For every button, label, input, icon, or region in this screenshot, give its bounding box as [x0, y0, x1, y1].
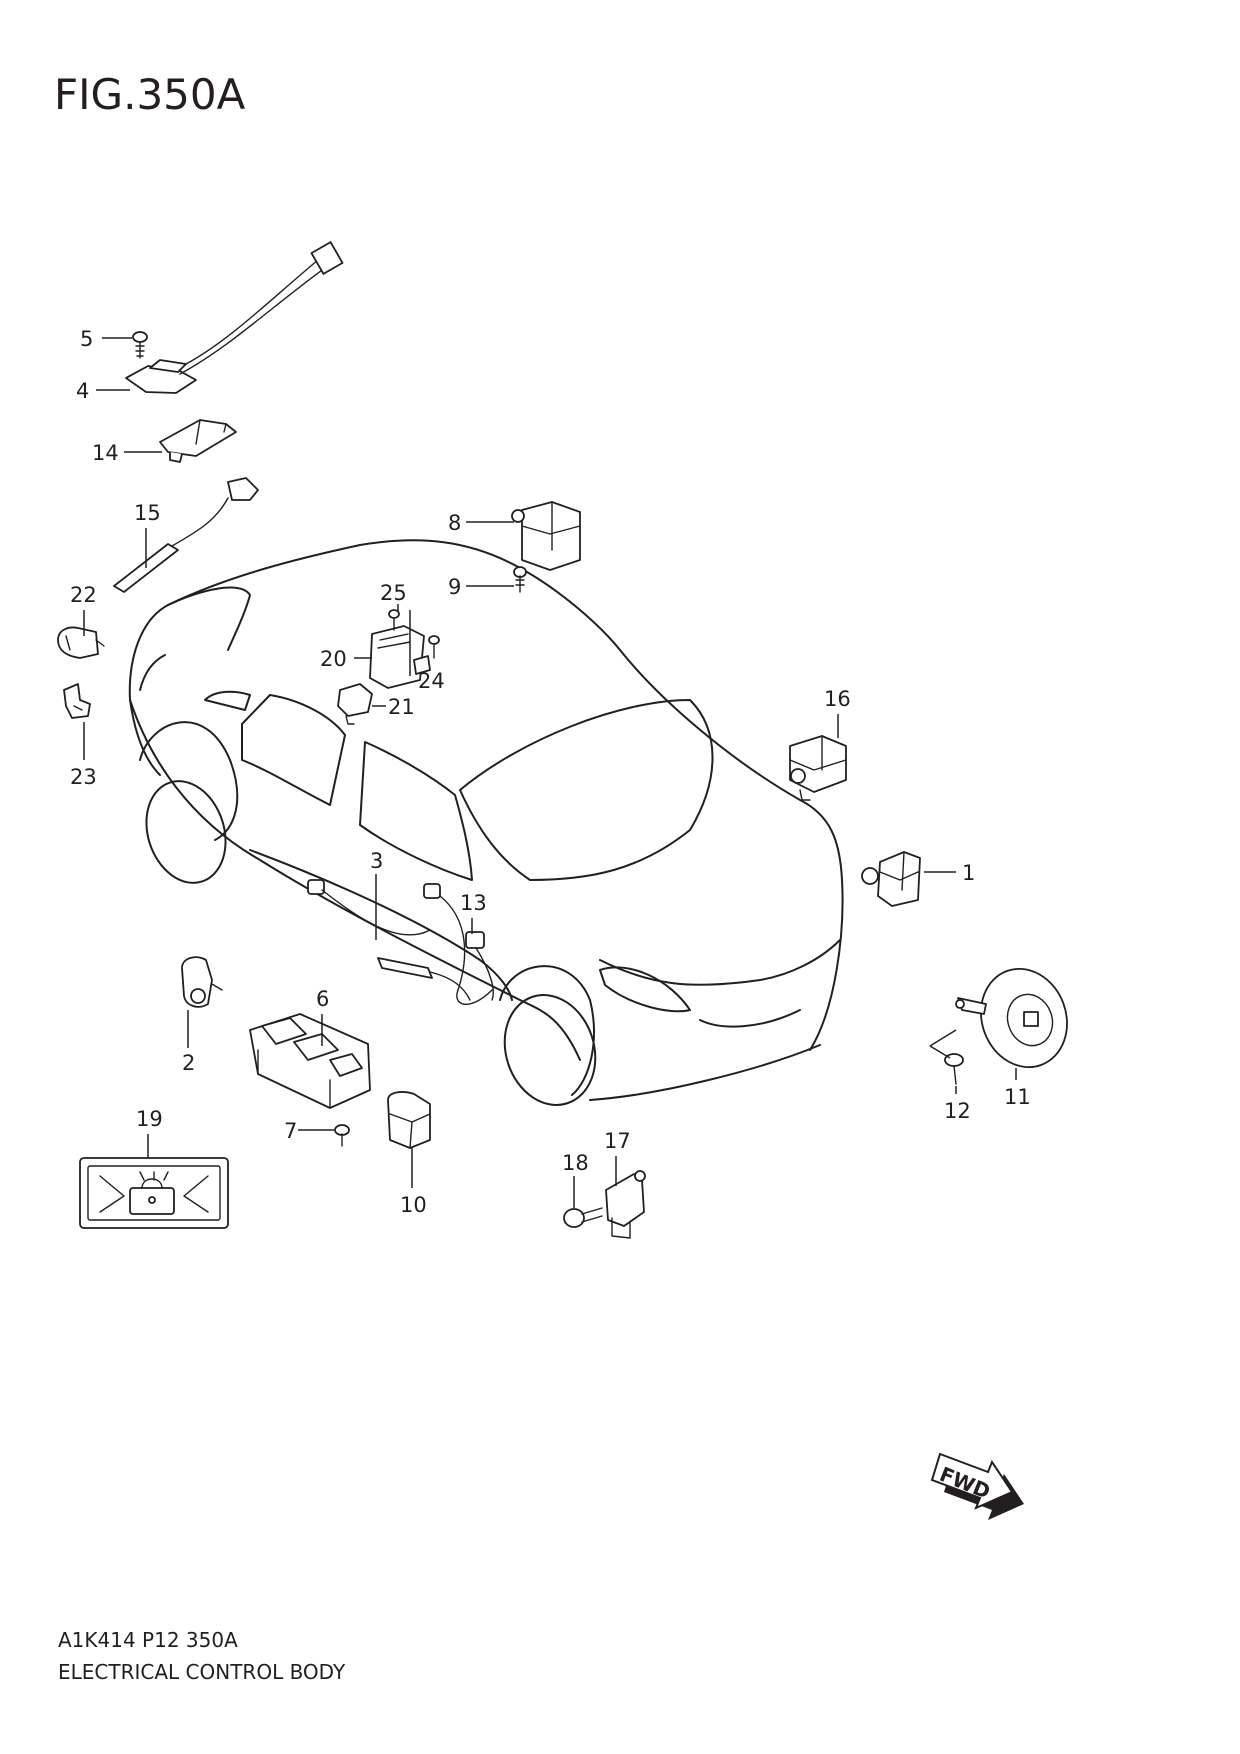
callout-23: 23: [70, 765, 97, 789]
callout-22: 22: [70, 583, 97, 607]
part-5-screw: [132, 331, 148, 359]
part-17-sensor: [605, 1170, 646, 1239]
callout-7: 7: [284, 1119, 297, 1143]
callout-8: 8: [448, 511, 461, 535]
part-3-harness: [307, 879, 493, 1006]
callout-6: 6: [316, 987, 329, 1011]
part-1-switch: [861, 851, 921, 907]
callout-15: 15: [134, 501, 161, 525]
callout-20: 20: [320, 647, 347, 671]
leader-lines: [83, 337, 1017, 1208]
callout-9: 9: [448, 575, 461, 599]
part-11-horn: [955, 967, 1068, 1069]
part-14-sensor: [159, 419, 237, 463]
figure-name: ELECTRICAL CONTROL BODY: [58, 1660, 346, 1684]
part-22-clip: [57, 626, 105, 659]
callout-5: 5: [80, 327, 93, 351]
callout-11: 11: [1004, 1085, 1031, 1109]
callout-21: 21: [388, 695, 415, 719]
part-23-bracket: [63, 683, 91, 719]
part-16-relay: [789, 735, 847, 801]
callout-17: 17: [604, 1129, 631, 1153]
part-25-screw: [388, 609, 400, 631]
callout-12: 12: [944, 1099, 971, 1123]
figure-title: FIG.350A: [54, 70, 246, 119]
part-12-bolt: [944, 1053, 964, 1085]
part-8-module: [511, 501, 581, 571]
callout-14: 14: [92, 441, 119, 465]
figure-code: A1K414 P12 350A: [58, 1628, 238, 1652]
callout-24: 24: [418, 669, 445, 693]
part-19-label: [79, 1157, 229, 1229]
part-15-sensor-strip: [113, 477, 259, 593]
callout-4: 4: [76, 379, 89, 403]
callout-13: 13: [460, 891, 487, 915]
part-9-screw: [513, 566, 527, 593]
part-2-switch: [181, 956, 223, 1008]
callout-10: 10: [400, 1193, 427, 1217]
callout-18: 18: [562, 1151, 589, 1175]
fwd-arrow-icon: FWD: [930, 1452, 1024, 1520]
callout-numbers: 1 2 3 4 5 6 7 8 9 10 11 12 13 14 15 16 1…: [70, 327, 1031, 1217]
callout-16: 16: [824, 687, 851, 711]
part-6-window-switch: [249, 1013, 371, 1109]
callout-3: 3: [370, 849, 383, 873]
callout-25: 25: [380, 581, 407, 605]
part-18-bolt: [563, 1207, 603, 1228]
callout-1: 1: [962, 861, 975, 885]
callout-2: 2: [182, 1051, 195, 1075]
callout-19: 19: [136, 1107, 163, 1131]
part-24-screw: [428, 635, 440, 659]
part-4-antenna: [125, 241, 344, 394]
part-10-switch: [387, 1091, 431, 1149]
part-13-connector: [465, 931, 494, 1001]
part-21-sensor: [337, 683, 373, 725]
part-7-screw: [334, 1124, 350, 1147]
vehicle-outline: [128, 539, 844, 1106]
